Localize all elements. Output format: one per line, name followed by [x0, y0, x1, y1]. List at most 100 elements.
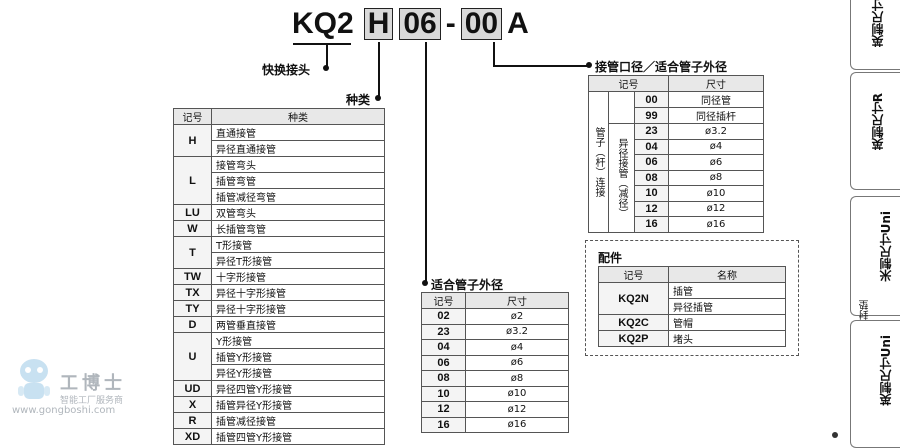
type-code: R	[173, 412, 212, 429]
label-tube-od: 适合管子外径	[431, 278, 504, 292]
connector-type-v	[378, 42, 380, 98]
type-item: 长插管弯管	[211, 220, 385, 237]
type-item: 插管减径接管	[211, 412, 385, 429]
port-code: 00	[634, 91, 669, 108]
tab-metric-uni[interactable]: 米制尺寸Uni	[850, 196, 900, 316]
od-code: 10	[421, 385, 466, 402]
tab-inch[interactable]: 英制尺寸	[850, 0, 900, 70]
connector-type-dot	[375, 95, 381, 101]
label-type: 种类	[346, 93, 371, 107]
port-size: ø6	[668, 154, 764, 171]
od-size: ø2	[465, 308, 569, 325]
type-item: 异径T形接管	[211, 252, 385, 269]
od-size: ø12	[465, 401, 569, 418]
tab-inch-r[interactable]: 英制尺寸R	[850, 72, 900, 190]
tab-inch-uni[interactable]: 英制尺寸Uni	[850, 320, 900, 448]
acc-code: KQ2C	[598, 314, 669, 331]
type-item: 异径Y形接管	[211, 364, 385, 381]
type-item: Y形接管	[211, 332, 385, 349]
port-sub-text: 异径接管（减径）	[616, 137, 627, 218]
tab-metric-uni-label: 米制尺寸Uni	[879, 211, 893, 282]
port-blank	[608, 91, 635, 124]
acc-code: KQ2N	[598, 282, 669, 315]
type-item: 直通接管	[211, 124, 385, 141]
port-size: 同径管	[668, 91, 764, 108]
robot-mascot-icon	[18, 359, 50, 399]
port-size: 同径插杆	[668, 107, 764, 124]
model-code: KQ2 H 06 - 00 A	[292, 6, 529, 42]
type-item: 异径直通接管	[211, 140, 385, 157]
port-header: 记号	[588, 75, 669, 92]
od-header: 尺寸	[465, 292, 569, 309]
acc-item: 堵头	[668, 330, 786, 347]
od-code: 23	[421, 323, 466, 340]
model-dash: -	[445, 7, 456, 40]
type-item: 异径四管Y形接管	[211, 380, 385, 397]
type-item: 接管弯头	[211, 156, 385, 173]
type-code: X	[173, 396, 212, 413]
type-item: 异径十字形接管	[211, 284, 385, 301]
type-code: T	[173, 236, 212, 269]
od-code: 12	[421, 401, 466, 418]
port-code: 06	[634, 154, 669, 171]
connector-fitting-dot	[323, 65, 329, 71]
type-item: 插管Y形接管	[211, 348, 385, 365]
label-accessories: 配件	[598, 251, 623, 265]
connector-port-v	[493, 42, 495, 66]
port-code: 99	[634, 107, 669, 124]
type-code: TW	[173, 268, 212, 285]
model-seg-port: 00	[460, 8, 503, 40]
type-item: 插管异径Y形接管	[211, 396, 385, 413]
type-code: XD	[173, 428, 212, 445]
od-code: 06	[421, 354, 466, 371]
port-group-text: 管子（杆）连接	[593, 126, 604, 197]
port-size: ø3.2	[668, 123, 764, 140]
watermark-sub: 智能工厂服务商	[60, 396, 124, 406]
watermark-brand: 工博士	[60, 373, 126, 394]
port-header: 尺寸	[668, 75, 764, 92]
watermark: 工博士 智能工厂服务商 www.gongboshi.com	[8, 355, 148, 416]
acc-header-row: 记号名称	[598, 266, 786, 283]
od-size: ø10	[465, 385, 569, 402]
od-header-row: 记号尺寸	[421, 292, 569, 309]
type-item: 异径十字形接管	[211, 300, 385, 317]
connector-fitting-v	[326, 44, 328, 68]
watermark-url: www.gongboshi.com	[12, 405, 116, 416]
acc-header: 名称	[668, 266, 786, 283]
connector-port-dot	[586, 62, 592, 68]
port-code: 16	[634, 216, 669, 233]
acc-code: KQ2P	[598, 330, 669, 347]
type-item: 十字形接管	[211, 268, 385, 285]
acc-header: 记号	[598, 266, 669, 283]
od-size: ø8	[465, 370, 569, 387]
acc-item: 异径插管	[668, 298, 786, 315]
type-code: UD	[173, 380, 212, 397]
port-sub-label: 异径接管（减径）	[608, 123, 635, 233]
acc-item: 插管	[668, 282, 786, 299]
